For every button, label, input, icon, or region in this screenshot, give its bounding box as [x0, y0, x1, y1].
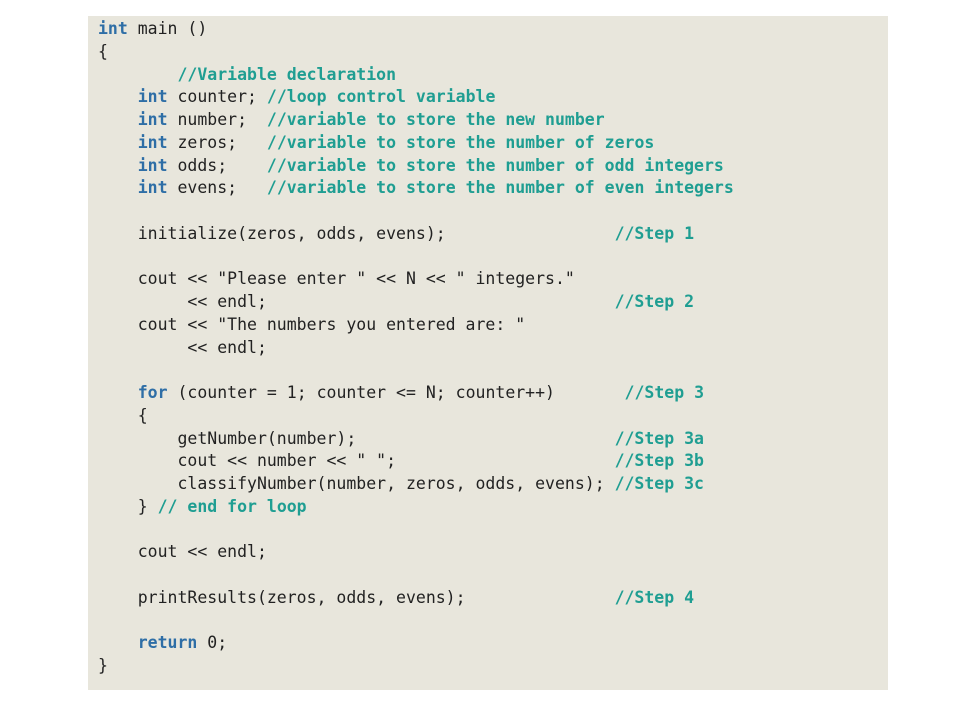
code-line: cout << "The numbers you entered are: "	[98, 313, 525, 336]
code-text: classifyNumber(number, zeros, odds, even…	[98, 474, 615, 493]
code-text	[98, 65, 177, 84]
code-text: {	[98, 41, 108, 61]
code-line: //Variable declaration	[98, 63, 396, 86]
code-comment: //Step 1	[614, 223, 695, 243]
code-comment: //Step 4	[614, 587, 695, 607]
code-text: }	[98, 496, 158, 516]
code-line: getNumber(number); //Step 3a	[98, 427, 704, 450]
code-text	[98, 110, 138, 129]
code-line: cout << "Please enter " << N << " intege…	[98, 267, 575, 290]
code-line: {	[98, 40, 108, 63]
code-comment: //variable to store the new number	[266, 110, 605, 129]
code-text: evens;	[167, 178, 267, 198]
code-text	[98, 87, 138, 106]
code-text: number;	[167, 110, 267, 129]
code-line: int evens; //variable to store the numbe…	[98, 176, 734, 199]
code-line: for (counter = 1; counter <= N; counter+…	[98, 381, 704, 404]
code-text: zeros;	[167, 132, 267, 152]
code-line: << endl;	[98, 336, 267, 359]
code-text: << endl;	[98, 292, 615, 311]
code-text: 0;	[197, 633, 228, 653]
code-text	[98, 156, 138, 175]
code-line: int odds; //variable to store the number…	[98, 154, 724, 177]
code-keyword: int	[137, 178, 168, 198]
code-text: printResults(zeros, odds, evens);	[98, 587, 615, 607]
code-line: cout << endl;	[98, 540, 267, 563]
code-comment: //variable to store the number of even i…	[266, 178, 734, 198]
code-line: initialize(zeros, odds, evens); //Step 1	[98, 222, 694, 245]
code-listing-panel	[88, 16, 888, 690]
code-comment: //Step 3a	[614, 428, 704, 448]
code-line: << endl; //Step 2	[98, 290, 694, 313]
code-keyword: int	[137, 132, 168, 152]
code-line: }	[98, 654, 108, 677]
code-text	[98, 178, 138, 197]
code-line: int number; //variable to store the new …	[98, 108, 605, 131]
code-comment: //Step 3b	[614, 451, 704, 471]
code-text: cout << endl;	[98, 542, 267, 562]
code-text: cout << "Please enter " << N << " intege…	[98, 269, 575, 289]
code-keyword: return	[137, 633, 198, 653]
code-text: counter;	[167, 87, 267, 107]
code-text: initialize(zeros, odds, evens);	[98, 223, 615, 243]
code-keyword: int	[98, 19, 128, 38]
code-line: int zeros; //variable to store the numbe…	[98, 131, 655, 154]
code-comment: //Step 2	[614, 292, 695, 311]
code-comment: //variable to store the number of odd in…	[266, 155, 724, 175]
code-comment: //Step 3	[624, 383, 705, 402]
code-line: } // end for loop	[98, 495, 307, 518]
code-text	[98, 633, 138, 652]
code-text: main ()	[127, 19, 208, 38]
code-text: getNumber(number);	[98, 428, 615, 448]
code-text: cout << number << " ";	[98, 451, 615, 471]
code-text: {	[98, 405, 148, 425]
code-comment: // end for loop	[157, 496, 307, 516]
code-keyword: int	[137, 110, 168, 129]
code-comment: //Variable declaration	[177, 64, 397, 84]
code-line: printResults(zeros, odds, evens); //Step…	[98, 586, 694, 609]
code-line: int counter; //loop control variable	[98, 85, 496, 108]
code-text: << endl;	[98, 337, 267, 357]
code-keyword: for	[137, 383, 168, 402]
code-line: classifyNumber(number, zeros, odds, even…	[98, 472, 704, 495]
code-comment: //Step 3c	[614, 474, 704, 493]
code-comment: //variable to store the number of zeros	[266, 132, 655, 152]
code-comment: //loop control variable	[266, 87, 496, 107]
code-line: return 0;	[98, 631, 227, 654]
code-keyword: int	[137, 155, 168, 175]
code-text: odds;	[167, 155, 267, 175]
code-line: cout << number << " "; //Step 3b	[98, 449, 704, 472]
code-line: int main ()	[98, 17, 207, 40]
code-text	[98, 133, 138, 152]
code-text: }	[98, 656, 108, 675]
code-line: {	[98, 404, 148, 427]
code-text: (counter = 1; counter <= N; counter++)	[167, 383, 625, 402]
code-text	[98, 383, 138, 402]
code-text: cout << "The numbers you entered are: "	[98, 314, 526, 334]
code-keyword: int	[137, 87, 168, 107]
